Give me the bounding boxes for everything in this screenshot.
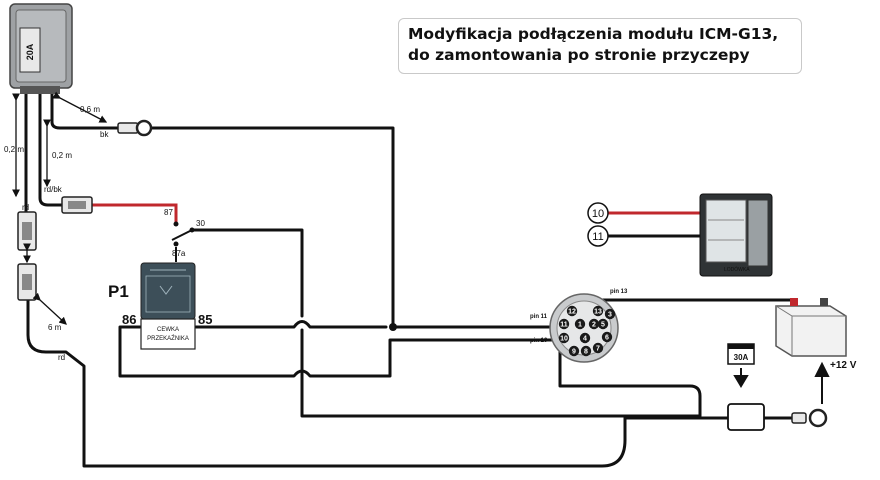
title-line-2: do zamontowania po stronie przyczepy — [408, 46, 750, 64]
socket-pin — [558, 318, 570, 330]
wire-red-87 — [92, 203, 178, 222]
label-pin-13: pin 13 — [610, 289, 628, 295]
socket-pin — [588, 318, 600, 330]
rd-connector-bottom — [17, 263, 37, 301]
wire-ring-to-pin11 — [148, 126, 552, 329]
wire-rdbk — [38, 88, 64, 207]
fuse-30a-label: 30A — [734, 353, 749, 362]
junction-dot — [389, 323, 397, 331]
label-rd-top: rd — [22, 203, 29, 212]
socket-pin — [574, 318, 586, 330]
socket-pin — [592, 342, 604, 354]
battery: +12 V — [775, 298, 857, 404]
relay-name: P1 — [108, 282, 129, 301]
label-dist-6: 6 m — [48, 323, 62, 332]
fuse-30a: 30A — [727, 343, 828, 431]
icm-module: 20A — [9, 3, 73, 94]
socket-pin-label: 8 — [584, 349, 588, 356]
socket-pin — [568, 345, 580, 357]
dimension-arrows — [12, 91, 108, 325]
socket-pin-label: 10 — [560, 336, 568, 343]
wire-86 — [118, 325, 557, 378]
rd-connector-top — [17, 211, 37, 251]
battery-voltage: +12 V — [830, 360, 857, 371]
fridge: 10 11 LODÓWKA — [587, 193, 773, 277]
label-rd-bottom: rd — [58, 353, 65, 362]
label-rd-bk: rd/bk — [44, 185, 63, 194]
socket-pin-label: 2 — [592, 322, 596, 329]
relay-p1: 87 30 87a CEWKA PRZEKAŹNIKA P1 86 85 — [108, 208, 212, 350]
socket-pin — [580, 345, 592, 357]
terminal-86: 86 — [122, 312, 136, 327]
fridge-wire-11: 11 — [592, 231, 603, 243]
socket-pin — [592, 305, 604, 317]
label-dist-06: 0,6 m — [80, 105, 100, 114]
socket-pin-label: 11 — [560, 322, 568, 329]
label-pin-10: pin 10 — [530, 338, 548, 344]
terminal-87: 87 — [164, 208, 173, 217]
wire-30 — [190, 228, 702, 418]
socket-pin — [604, 308, 616, 320]
socket-pin-label: 3 — [608, 312, 612, 319]
socket-pin — [579, 332, 591, 344]
socket-pin — [566, 305, 578, 317]
socket-pin-label: 12 — [568, 309, 576, 316]
socket-pin-label: 13 — [594, 309, 602, 316]
label-pin-11: pin 11 — [530, 314, 548, 320]
socket-pin-label: 9 — [572, 349, 576, 356]
relay-coil-line1: CEWKA — [157, 327, 179, 333]
socket-pin-label: 4 — [583, 336, 587, 343]
fridge-label: LODÓWKA — [724, 266, 750, 273]
socket-pin-label: 6 — [605, 335, 609, 342]
wire-bk-to-ring — [50, 88, 120, 130]
label-bk: bk — [100, 130, 109, 139]
fridge-wire-10: 10 — [592, 208, 604, 220]
socket-pin — [558, 332, 570, 344]
relay-coil-line2: PRZEKAŹNIKA — [147, 335, 189, 342]
socket-pin-label: 5 — [601, 322, 605, 329]
wires — [24, 88, 802, 468]
socket-pin — [597, 318, 609, 330]
label-dist-02-left: 0,2 m — [4, 145, 24, 154]
rdbk-connector — [61, 196, 93, 214]
terminal-30: 30 — [196, 219, 205, 228]
title-box: Modyfikacja podłączenia modułu ICM-G13, … — [398, 18, 802, 74]
terminal-87a: 87a — [172, 249, 186, 258]
terminal-85: 85 — [198, 312, 212, 327]
wire-85 — [194, 320, 388, 329]
module-fuse-label: 20A — [25, 43, 35, 60]
title-line-1: Modyfikacja podłączenia modułu ICM-G13, — [408, 25, 779, 43]
socket-pin-label: 7 — [596, 346, 600, 353]
bk-ring-terminal — [117, 119, 153, 137]
wire-rd-mid — [26, 298, 730, 468]
label-dist-02-mid: 0,2 m — [52, 151, 72, 160]
socket-pin — [601, 331, 613, 343]
socket-pin-label: 1 — [578, 322, 582, 329]
